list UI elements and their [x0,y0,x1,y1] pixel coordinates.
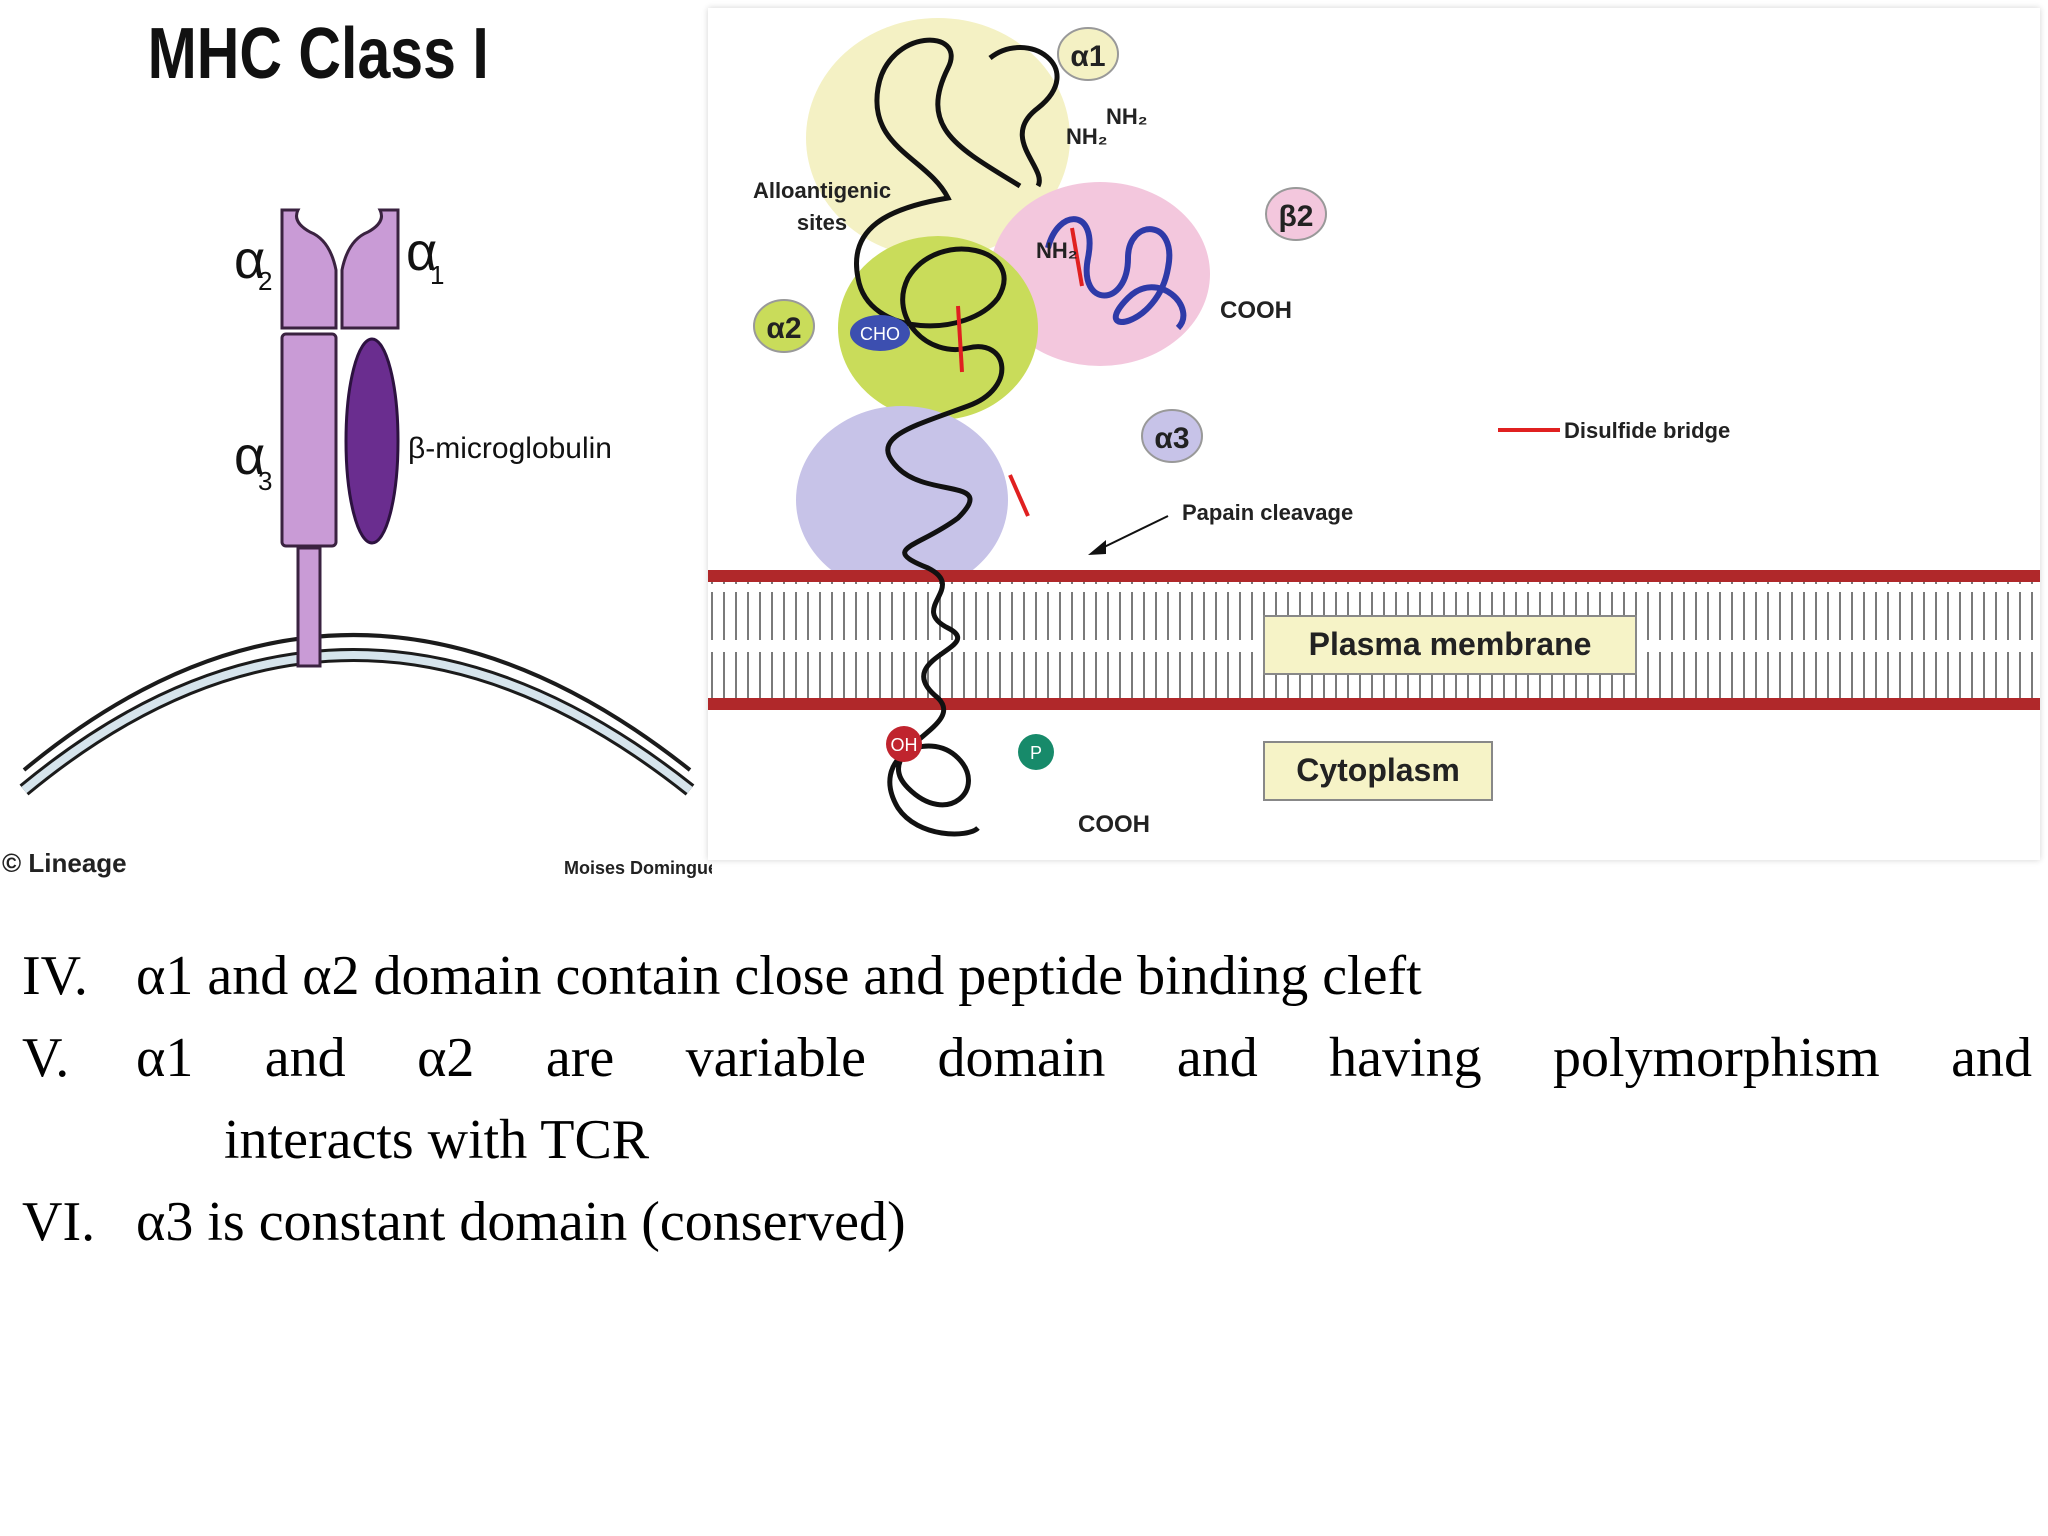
bullet-iv-number: IV. [22,945,88,1007]
bullet-vi-text: α3 is constant domain (conserved) [136,1191,906,1253]
alpha2-badge-label: α2 [766,312,801,345]
alpha1-label: α [406,222,437,282]
alpha2-domain [280,208,338,330]
bullet-list: IV. α1 and α2 domain contain close and p… [22,935,2032,1263]
alpha1-domain [340,208,400,330]
bullet-v-continuation: interacts with TCR [224,1109,650,1171]
bullet-vi-number: VI. [22,1191,96,1253]
bullet-iv-text: α1 and α2 domain contain close and pepti… [136,945,1422,1007]
cho-group [850,315,910,351]
cell-membrane-top [22,633,692,772]
alloantigenic-label-line2: sites [797,210,847,235]
bullet-v: V. α1 and α2 are variable domain and hav… [22,1017,2032,1181]
phosphate-label: P [1030,743,1042,763]
beta2-badge-label: β2 [1279,200,1314,233]
beta2-badge: β2 [1265,187,1327,241]
plasma-membrane-box [1263,615,1637,675]
plasma-membrane-bilayer [708,570,2040,710]
papain-arrow-line [1097,515,1169,551]
heavy-chain-path [854,37,1022,837]
beta2-strand [1045,216,1187,331]
beta-microglobulin-label: β-microglobulin [408,432,612,465]
disulfide-bridge-alpha3 [1008,474,1030,517]
bullet-v-number: V. [22,1027,70,1089]
papain-label: Papain cleavage [1182,500,1353,525]
beta-microglobulin-domain [344,337,400,545]
mhc-schematic-svg: MHC Class I α 2 α 1 α 3 β-microglobulin … [2,12,727,878]
mhc-schematic-figure: MHC Class I α 2 α 1 α 3 β-microglobulin … [0,0,727,890]
bullet-v-text: α1 and α2 are variable domain and having… [136,1027,2032,1089]
papain-arrow-head [1088,540,1106,555]
alpha3-domain [280,332,338,548]
alpha1-loop [988,45,1060,188]
mhc-domain-structure-svg: CHO α1 β2 α2 α3 NH₂ NH₂ NH₂ COOH COOH Al… [708,18,2040,838]
cho-label: CHO [860,324,900,344]
cytoplasm-label: Cytoplasm [1296,752,1460,788]
cooh-tail-label: COOH [1078,811,1150,838]
figure-title: MHC Class I [148,12,489,93]
alpha3-domain-blob [796,406,1008,594]
disulfide-legend-label: Disulfide bridge [1564,418,1730,443]
alpha3-subscript: 3 [258,466,272,496]
alpha3-label: α [234,426,265,486]
oh-group [886,726,922,762]
alpha1-domain-blob [806,18,1070,258]
alpha2-subscript: 2 [258,266,272,296]
cooh-beta2-label: COOH [1220,297,1292,324]
alpha1-badge-label: α1 [1070,40,1105,73]
disulfide-bridge-alpha2 [956,305,964,373]
mhc-domain-structure-figure: CHO α1 β2 α2 α3 NH₂ NH₂ NH₂ COOH COOH Al… [708,8,2040,860]
alpha2-label: α [234,230,265,290]
alpha3-badge-label: α3 [1154,422,1189,455]
nh2-label-c: NH₂ [1036,238,1078,263]
alpha3-badge: α3 [1141,409,1203,463]
heavy-chain-stalk [296,546,322,668]
alpha1-badge: α1 [1057,27,1119,81]
credit-author: Moises Dominguez [564,858,712,878]
alloantigenic-label-line1: Alloantigenic [753,178,891,203]
nh2-label-a: NH₂ [1106,104,1148,129]
nh2-label-b: NH₂ [1066,124,1108,149]
alpha1-subscript: 1 [430,260,444,290]
disulfide-bridge-beta2 [1070,227,1084,287]
cell-membrane-inner [21,651,693,794]
oh-label: OH [891,735,918,755]
credit-lineage: © Lineage [2,848,127,878]
cytoplasm-box [1263,741,1493,801]
plasma-membrane-label: Plasma membrane [1309,626,1592,662]
phosphate-group [1018,734,1054,770]
alpha2-badge: α2 [753,299,815,353]
bullet-iv: IV. α1 and α2 domain contain close and p… [22,935,2032,1017]
bullet-vi: VI. α3 is constant domain (conserved) [22,1181,2032,1263]
